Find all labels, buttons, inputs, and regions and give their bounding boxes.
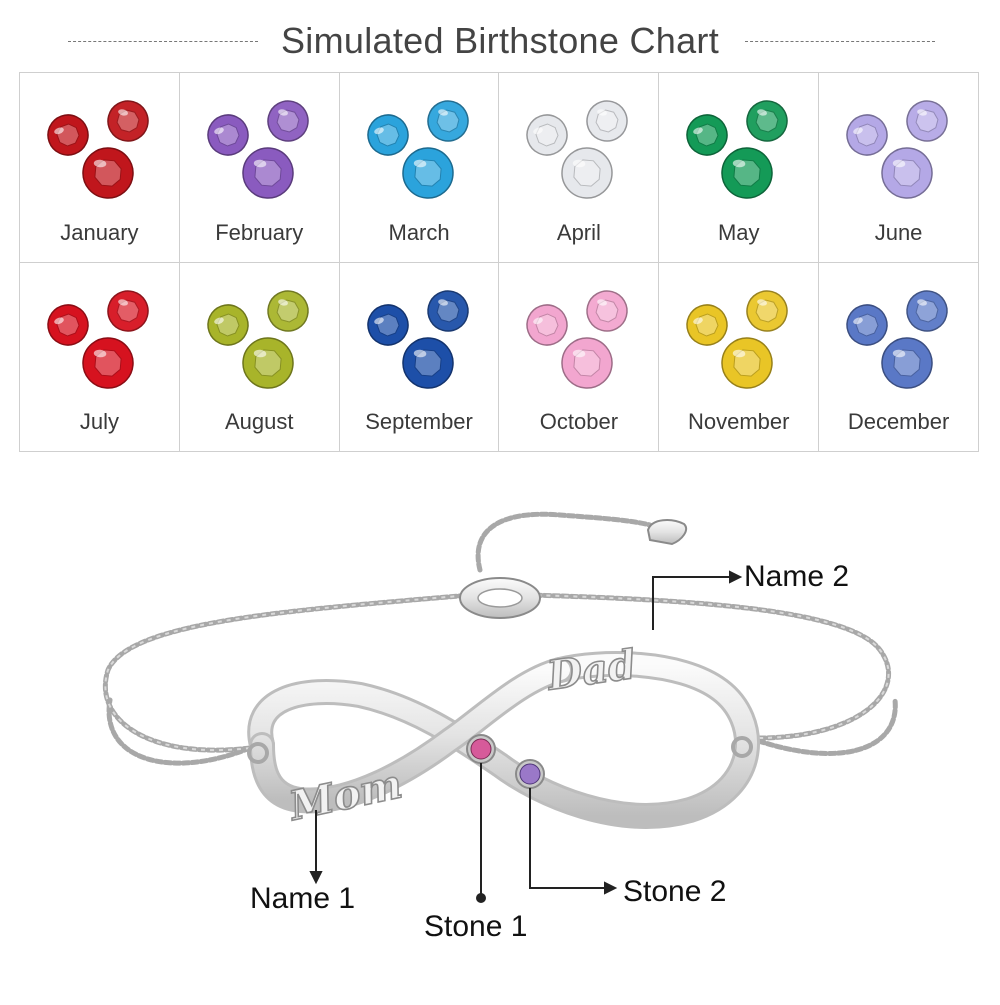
birthstone-cell-december: December: [819, 262, 979, 452]
gemstone: [881, 147, 933, 199]
birthstone-gems: [47, 289, 149, 389]
header-divider-right: [745, 41, 935, 42]
birthstone-cell-may: May: [659, 73, 820, 263]
birthstone-gems: [366, 100, 469, 199]
birthstone-gems: [366, 289, 469, 389]
chart-title: Simulated Birthstone Chart: [280, 20, 719, 61]
gemstone: [561, 336, 614, 389]
month-label: February: [215, 219, 304, 245]
birthstone-gems: [686, 100, 789, 199]
gemstone: [401, 147, 454, 199]
heart-charm: [646, 519, 688, 546]
callout-lines: [309, 570, 743, 903]
gemstone: [366, 303, 409, 346]
bracelet-illustration: Mom Dad Name 2 Name 1 Stone 1 Stone 2: [0, 470, 1000, 1000]
birthstone-cell-november: November: [659, 262, 820, 452]
gemstone: [401, 336, 454, 389]
birthstone-cell-june: June: [819, 73, 979, 263]
birthstone-gems: [686, 289, 789, 389]
gemstone: [906, 289, 948, 332]
gemstone: [746, 100, 789, 142]
gemstone: [526, 114, 569, 156]
callout-stone-2: Stone 2: [623, 875, 727, 908]
month-label: July: [79, 409, 119, 434]
month-label: December: [847, 409, 950, 434]
birthstone-cell-july: July: [20, 262, 180, 452]
gemstone: [881, 336, 933, 389]
gemstone: [242, 147, 294, 199]
month-label: April: [556, 219, 601, 245]
birthstone-gems: [47, 100, 149, 199]
month-label: June: [874, 219, 923, 245]
month-label: September: [365, 409, 473, 434]
gemstone: [207, 303, 249, 346]
month-label: May: [717, 219, 760, 245]
gemstone: [721, 147, 774, 199]
gemstone: [207, 114, 249, 156]
chain-inner: [104, 594, 890, 752]
birthstone-cell-january: January: [20, 73, 180, 263]
gemstone: [586, 100, 629, 142]
birthstone-gems: [526, 289, 629, 389]
bracelet-image: Mom Dad: [102, 511, 898, 903]
gemstone: [82, 336, 134, 389]
gemstone: [846, 114, 888, 156]
birthstone-cell-august: August: [179, 262, 340, 452]
gemstone: [82, 147, 134, 199]
gemstone: [526, 303, 569, 346]
gemstone: [426, 100, 469, 142]
infinity-pendant: Mom Dad: [247, 640, 760, 831]
month-label: January: [60, 219, 139, 245]
engraving-left: Mom: [284, 760, 407, 830]
birthstone-cell-february: February: [179, 73, 340, 263]
gemstone: [586, 289, 629, 332]
birthstone-gems: [846, 100, 948, 199]
lobster-clasp: [459, 577, 541, 619]
gemstone: [267, 100, 309, 142]
stone-1: [470, 738, 492, 760]
chain: [102, 511, 898, 766]
birthstone-gems: [207, 100, 309, 199]
engraving-right: Dad: [544, 641, 639, 700]
month-label: October: [539, 409, 619, 434]
gemstone: [906, 100, 948, 142]
header-divider-left: [68, 41, 258, 42]
callout-stone-1: Stone 1: [424, 910, 528, 943]
gemstone: [686, 303, 729, 346]
month-label: November: [688, 409, 790, 434]
gemstone: [426, 289, 469, 332]
month-label: March: [388, 219, 450, 245]
birthstone-cell-march: March: [339, 73, 500, 263]
gemstone: [686, 114, 729, 156]
birthstone-cell-september: September: [339, 262, 500, 452]
stone-2: [519, 763, 541, 785]
gemstone: [242, 336, 294, 389]
gemstone: [846, 303, 888, 346]
chart-header: Simulated Birthstone Chart: [0, 14, 1000, 68]
gemstone: [721, 336, 774, 389]
callout-name-2: Name 2: [744, 560, 850, 593]
birthstone-gems: [846, 289, 948, 389]
gemstone: [746, 289, 789, 332]
gemstone: [561, 147, 614, 199]
gemstone: [47, 303, 89, 346]
gemstone: [366, 114, 409, 156]
gemstone: [107, 100, 149, 142]
gemstone: [107, 289, 149, 332]
birthstone-cell-april: April: [499, 73, 660, 263]
birthstone-gems: [207, 289, 309, 389]
callout-name-1: Name 1: [250, 882, 356, 915]
birthstone-cell-october: October: [499, 262, 660, 452]
month-label: August: [224, 409, 294, 434]
gemstone: [267, 289, 309, 332]
gemstone: [47, 114, 89, 156]
birthstone-gems: [526, 100, 629, 199]
